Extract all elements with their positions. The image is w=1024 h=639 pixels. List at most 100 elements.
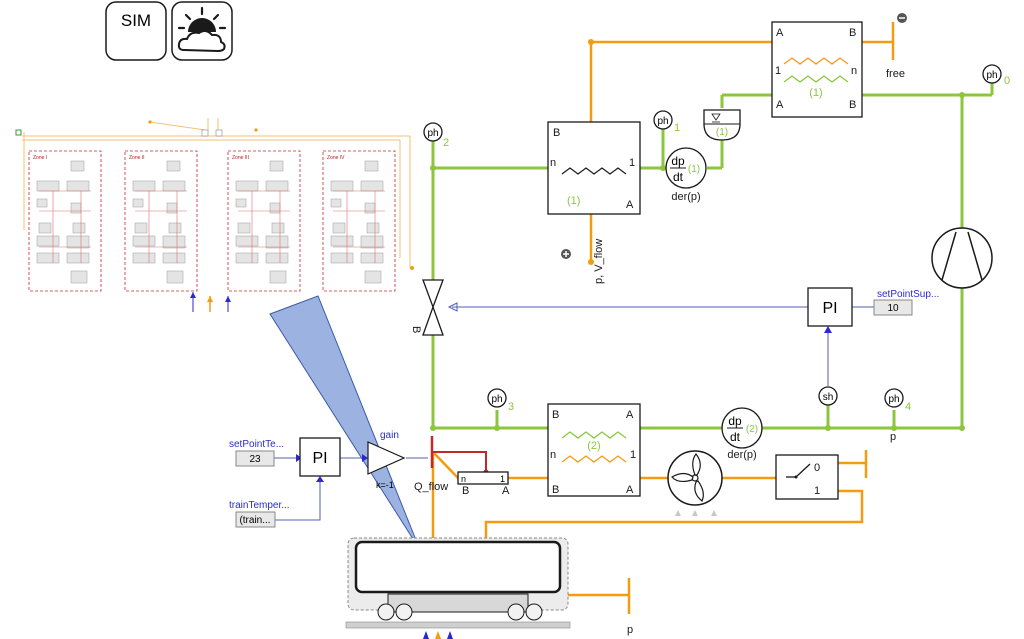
pi-controller-bottom[interactable]: PI bbox=[299, 437, 341, 477]
svg-text:p: p bbox=[890, 431, 896, 443]
flow-source bbox=[561, 249, 571, 259]
ph-sensor-1[interactable]: ph 1 bbox=[653, 110, 680, 134]
zone-component bbox=[132, 235, 156, 247]
svg-text:(1): (1) bbox=[567, 195, 580, 207]
sh-sensor[interactable]: sh bbox=[818, 386, 838, 406]
svg-text:der(p): der(p) bbox=[727, 449, 756, 461]
svg-text:Zone IV: Zone IV bbox=[327, 155, 345, 161]
svg-text:k=-1: k=-1 bbox=[376, 480, 394, 490]
svg-text:SIM: SIM bbox=[121, 11, 151, 30]
zone-component bbox=[36, 235, 60, 247]
setpoint-temp[interactable]: setPointTe... 23 bbox=[229, 439, 284, 467]
zone-component bbox=[36, 252, 60, 264]
separator[interactable]: (1) bbox=[703, 109, 741, 141]
zone-iii[interactable]: Zone III bbox=[227, 150, 301, 292]
free-boundary: free bbox=[886, 13, 907, 80]
svg-text:1: 1 bbox=[630, 449, 636, 461]
pressure-derivative-sensor-top[interactable]: dp dt (1) der(p) bbox=[665, 147, 707, 203]
sim-button[interactable]: SIM bbox=[105, 1, 167, 61]
zone-component bbox=[360, 235, 384, 249]
svg-text:(2): (2) bbox=[746, 424, 758, 435]
svg-text:der(p): der(p) bbox=[671, 191, 700, 203]
svg-text:ph: ph bbox=[427, 128, 438, 139]
train-car[interactable] bbox=[345, 537, 571, 639]
zone-component bbox=[36, 180, 60, 192]
train-temperature[interactable]: trainTemper... (train... bbox=[229, 500, 290, 528]
zone-component bbox=[235, 198, 247, 208]
svg-text:trainTemper...: trainTemper... bbox=[229, 500, 290, 511]
zone-component bbox=[162, 180, 186, 192]
svg-text:(train...: (train... bbox=[239, 515, 270, 526]
svg-text:gain: gain bbox=[380, 430, 399, 441]
zone-component bbox=[265, 180, 289, 192]
heat-flow-block[interactable]: n 1 B A Q_flow bbox=[414, 471, 510, 497]
svg-text:0: 0 bbox=[814, 462, 820, 474]
zone-component bbox=[235, 252, 259, 264]
svg-text:dt: dt bbox=[730, 430, 741, 444]
pressure-derivative-sensor-bottom[interactable]: dp dt (2) der(p) bbox=[721, 407, 763, 461]
zone-iv[interactable]: Zone IV bbox=[322, 150, 396, 292]
ph-sensor-4[interactable]: ph 4 p bbox=[884, 388, 911, 443]
air-pipes bbox=[431, 22, 895, 614]
top-right-heat-exchanger[interactable]: A B 1 n A B (1) bbox=[771, 21, 863, 118]
svg-text:Zone I: Zone I bbox=[33, 155, 47, 161]
setpoint-sup[interactable]: setPointSup... 10 bbox=[873, 289, 939, 316]
zone-component bbox=[269, 202, 281, 214]
zone-component bbox=[70, 270, 88, 284]
middle-heat-exchanger[interactable]: B n 1 A (1) bbox=[547, 121, 641, 215]
svg-text:A: A bbox=[626, 199, 634, 211]
expansion-valve[interactable]: B bbox=[410, 279, 444, 336]
svg-text:3: 3 bbox=[508, 401, 514, 413]
zone-component bbox=[70, 160, 85, 172]
zone-component bbox=[36, 198, 48, 208]
zone-component bbox=[269, 270, 287, 284]
svg-text:B: B bbox=[552, 409, 559, 421]
compressor[interactable] bbox=[931, 227, 993, 289]
fan[interactable] bbox=[667, 450, 723, 516]
svg-text:ph: ph bbox=[657, 116, 668, 127]
bottom-heat-exchanger[interactable]: B A n 1 B A (2) bbox=[547, 403, 641, 497]
gain-block[interactable]: gain k=-1 bbox=[367, 430, 406, 490]
svg-text:PI: PI bbox=[312, 450, 327, 467]
svg-text:A: A bbox=[776, 27, 784, 39]
zone-component bbox=[330, 198, 342, 208]
svg-text:1: 1 bbox=[814, 485, 820, 497]
zone-component bbox=[66, 252, 90, 264]
weather-button[interactable] bbox=[171, 1, 233, 61]
zone-component bbox=[132, 180, 156, 192]
zone-component bbox=[66, 235, 90, 249]
heat-port bbox=[430, 436, 489, 475]
zone-component bbox=[166, 270, 184, 284]
zone-component bbox=[332, 222, 346, 234]
zone-component bbox=[66, 180, 90, 192]
zone-component bbox=[166, 202, 178, 214]
svg-text:sh: sh bbox=[823, 392, 834, 403]
svg-text:Zone III: Zone III bbox=[232, 155, 249, 161]
zone-component bbox=[166, 160, 181, 172]
air-switch[interactable]: 0 1 bbox=[775, 454, 839, 500]
ph-sensor-2[interactable]: ph 2 bbox=[423, 122, 449, 149]
zone-component bbox=[269, 160, 284, 172]
zone-component bbox=[360, 252, 384, 264]
svg-text:B: B bbox=[462, 485, 469, 497]
pi-controller-top[interactable]: PI bbox=[807, 287, 853, 327]
zone-component bbox=[235, 235, 259, 247]
zone-component bbox=[265, 235, 289, 249]
ph-sensor-3[interactable]: ph 3 bbox=[487, 388, 514, 413]
zone-component bbox=[364, 270, 382, 284]
svg-text:2: 2 bbox=[443, 137, 449, 149]
svg-text:n: n bbox=[550, 449, 556, 461]
zone-component bbox=[265, 252, 289, 264]
ph-sensor-0[interactable]: ph 0 bbox=[982, 64, 1010, 87]
svg-text:23: 23 bbox=[249, 454, 261, 465]
svg-text:4: 4 bbox=[905, 401, 911, 413]
svg-text:(2): (2) bbox=[587, 440, 600, 452]
zone-i[interactable]: Zone I bbox=[28, 150, 102, 292]
svg-text:B: B bbox=[553, 127, 560, 139]
zone-ii[interactable]: Zone II bbox=[124, 150, 198, 292]
zone-component bbox=[364, 160, 379, 172]
zone-component bbox=[330, 180, 354, 192]
zone-component bbox=[366, 222, 380, 234]
svg-text:A: A bbox=[502, 485, 510, 497]
